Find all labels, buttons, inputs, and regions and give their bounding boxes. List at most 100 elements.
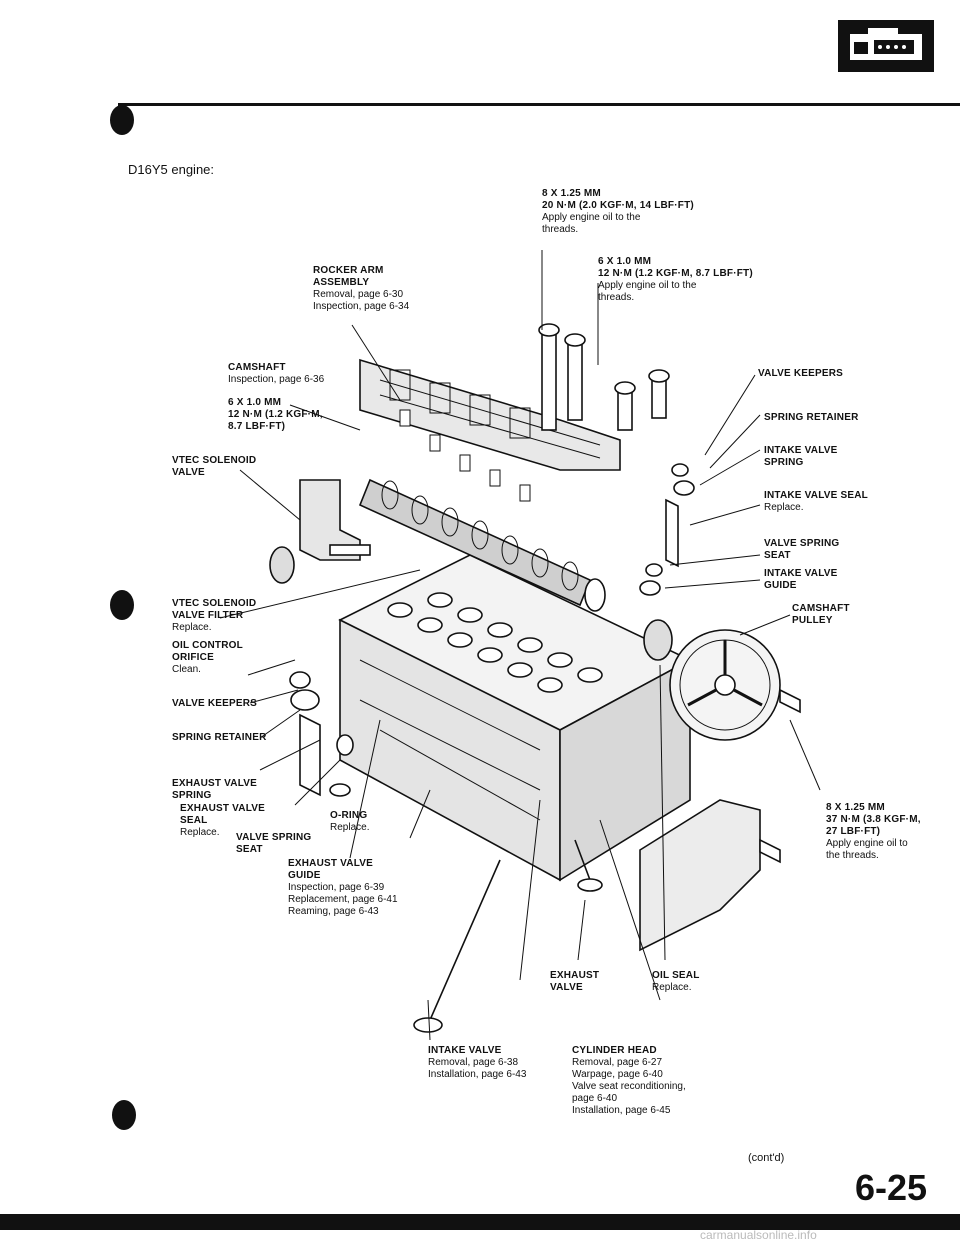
rocker-arm-label: ROCKER ARM ASSEMBLY Removal, page 6-30 I… bbox=[313, 265, 409, 313]
part-name: VALVE bbox=[172, 467, 205, 478]
part-name: INTAKE VALVE bbox=[764, 445, 838, 456]
engine-icon bbox=[838, 20, 934, 72]
part-name: INTAKE VALVE SEAL bbox=[764, 490, 868, 501]
bolt-note: Apply engine oil to the bbox=[542, 212, 641, 223]
intake-guide-label: INTAKE VALVE GUIDE bbox=[764, 568, 838, 592]
part-note: Removal, page 6-27 bbox=[572, 1057, 663, 1068]
exhaust-guide-label: EXHAUST VALVE GUIDE Inspection, page 6-3… bbox=[288, 858, 398, 918]
cam-pulley-label: CAMSHAFT PULLEY bbox=[792, 603, 850, 627]
part-name: OIL CONTROL bbox=[172, 640, 243, 651]
part-note: Inspection, page 6-34 bbox=[313, 301, 410, 312]
bolt-size: 6 x 1.0 mm bbox=[598, 256, 652, 267]
exhaust-spring-label: EXHAUST VALVE SPRING bbox=[172, 778, 257, 802]
part-name: EXHAUST VALVE bbox=[172, 778, 258, 789]
bolt-pulley-label: 8 x 1.25 mm 37 N·m (3.8 kgf·m, 27 lbf·ft… bbox=[826, 802, 921, 862]
footer-bar bbox=[0, 1214, 960, 1230]
part-name: VALVE FILTER bbox=[172, 610, 244, 621]
part-note: Replace. bbox=[180, 827, 220, 838]
part-note: Warpage, page 6-40 bbox=[572, 1069, 663, 1080]
part-name: ASSEMBLY bbox=[313, 277, 370, 288]
watermark: carmanualsonline.info bbox=[700, 1228, 817, 1242]
part-note: Removal, page 6-30 bbox=[313, 289, 404, 300]
part-name: CAMSHAFT bbox=[228, 362, 286, 373]
part-name: GUIDE bbox=[764, 580, 797, 591]
part-name: EXHAUST VALVE bbox=[288, 858, 374, 869]
valve-spring-seat-right-label: VALVE SPRING SEAT bbox=[764, 538, 839, 562]
part-note: Reaming, page 6-43 bbox=[288, 906, 379, 917]
oil-seal-label: OIL SEAL Replace. bbox=[652, 970, 700, 994]
intake-seal-label: INTAKE VALVE SEAL Replace. bbox=[764, 490, 868, 514]
valve-spring-seat-left-label: VALVE SPRING SEAT bbox=[236, 832, 311, 856]
vtec-solenoid-label: VTEC SOLENOID VALVE bbox=[172, 455, 256, 479]
part-note: Inspection, page 6-39 bbox=[288, 882, 385, 893]
part-name: SEAT bbox=[236, 844, 263, 855]
part-note: Replace. bbox=[652, 982, 692, 993]
bolt-mid-label: 6 x 1.0 mm 12 N·m (1.2 kgf·m, 8.7 lbf·ft… bbox=[598, 256, 753, 304]
bolt-torque: 12 N·m (1.2 kgf·m, bbox=[228, 409, 323, 420]
bolt-size: 6 x 1.0 mm bbox=[228, 397, 282, 408]
bolt-note: threads. bbox=[542, 224, 579, 235]
engine-label: D16Y5 engine: bbox=[128, 162, 215, 177]
bolt-torque: 20 N·m (2.0 kgf·m, 14 lbf·ft) bbox=[542, 200, 694, 211]
o-ring-label: O-RING Replace. bbox=[330, 810, 369, 834]
part-name: SPRING bbox=[172, 790, 212, 801]
part-name: ROCKER ARM bbox=[313, 265, 384, 276]
exhaust-valve-label: EXHAUST VALVE bbox=[550, 970, 599, 994]
part-note: Removal, page 6-38 bbox=[428, 1057, 519, 1068]
valve-keepers-right-label: VALVE KEEPERS bbox=[758, 368, 843, 380]
part-name: SPRING bbox=[764, 457, 804, 468]
bolt-size: 8 x 1.25 mm bbox=[542, 188, 601, 199]
bolt-note: threads. bbox=[598, 292, 635, 303]
page-number: 6-25 bbox=[855, 1167, 928, 1208]
part-note: Inspection, page 6-36 bbox=[228, 374, 325, 385]
part-name: SEAL bbox=[180, 815, 208, 826]
exhaust-seal-label: EXHAUST VALVE SEAL Replace. bbox=[180, 803, 265, 839]
intake-spring-label: INTAKE VALVE SPRING bbox=[764, 445, 838, 469]
part-name: PULLEY bbox=[792, 615, 833, 626]
part-name: VALVE SPRING bbox=[764, 538, 840, 549]
part-name: CYLINDER HEAD bbox=[572, 1045, 657, 1056]
part-note: Clean. bbox=[172, 664, 201, 675]
part-name: EXHAUST bbox=[550, 970, 600, 981]
part-name: CAMSHAFT bbox=[792, 603, 850, 614]
part-name: SEAT bbox=[764, 550, 791, 561]
part-name: SPRING RETAINER bbox=[172, 732, 267, 743]
part-name: ORIFICE bbox=[172, 652, 214, 663]
spring-retainer-left-label: SPRING RETAINER bbox=[172, 732, 267, 744]
part-note: page 6-40 bbox=[572, 1093, 618, 1104]
bolt-torque: 27 lbf·ft) bbox=[826, 826, 881, 837]
bolt-torque: 37 N·m (3.8 kgf·m, bbox=[826, 814, 921, 825]
part-name: EXHAUST VALVE bbox=[180, 803, 266, 814]
bolt-note: the threads. bbox=[826, 850, 879, 861]
bolt-left-label: 6 x 1.0 mm 12 N·m (1.2 kgf·m, 8.7 lbf·ft… bbox=[228, 397, 323, 433]
part-name: GUIDE bbox=[288, 870, 321, 881]
punch-hole bbox=[110, 105, 134, 135]
bolt-note: Apply engine oil to bbox=[826, 838, 908, 849]
part-name: VALVE SPRING bbox=[236, 832, 312, 843]
part-name: OIL SEAL bbox=[652, 970, 700, 981]
bolt-torque: 12 N·m (1.2 kgf·m, 8.7 lbf·ft) bbox=[598, 268, 753, 279]
camshaft-label: CAMSHAFT Inspection, page 6-36 bbox=[228, 362, 324, 386]
punch-hole bbox=[110, 590, 134, 620]
part-note: Replace. bbox=[330, 822, 370, 833]
part-name: O-RING bbox=[330, 810, 368, 821]
bolt-top-label: 8 x 1.25 mm 20 N·m (2.0 kgf·m, 14 lbf·ft… bbox=[542, 188, 694, 236]
continued-label: (cont'd) bbox=[748, 1152, 785, 1164]
vtec-filter-label: VTEC SOLENOID VALVE FILTER Replace. bbox=[172, 598, 256, 634]
part-name: INTAKE VALVE bbox=[428, 1045, 502, 1056]
punch-hole bbox=[112, 1100, 136, 1130]
bolt-note: Apply engine oil to the bbox=[598, 280, 697, 291]
header-rule bbox=[118, 103, 960, 106]
part-name: SPRING RETAINER bbox=[764, 412, 859, 423]
part-name: VALVE KEEPERS bbox=[758, 368, 844, 379]
valve-keepers-left-label: VALVE KEEPERS bbox=[172, 698, 257, 710]
part-name: VALVE KEEPERS bbox=[172, 698, 258, 709]
part-note: Valve seat reconditioning, bbox=[572, 1081, 686, 1092]
part-note: Installation, page 6-45 bbox=[572, 1105, 671, 1116]
bolt-torque: 8.7 lbf·ft) bbox=[228, 421, 286, 432]
spring-retainer-right-label: SPRING RETAINER bbox=[764, 412, 859, 424]
part-note: Replace. bbox=[764, 502, 804, 513]
bolt-size: 8 x 1.25 mm bbox=[826, 802, 885, 813]
part-name: VTEC SOLENOID bbox=[172, 455, 257, 466]
